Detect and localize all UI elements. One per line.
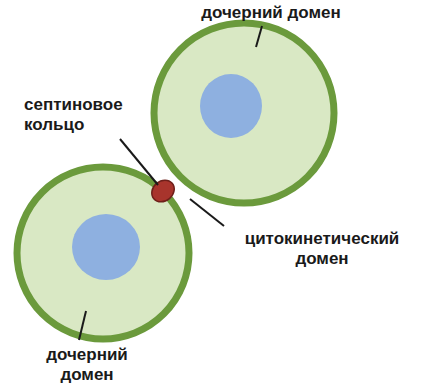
leader-line (120, 139, 158, 185)
septin-ring (147, 176, 178, 207)
daughter-cell (17, 167, 189, 339)
leader-line (190, 199, 224, 226)
domain-label: дочерний домен (35, 345, 139, 385)
leader-line (256, 26, 262, 47)
domain-label: цитокинетический домен (226, 229, 418, 269)
nucleus (200, 74, 262, 138)
structure-label: септиновое кольцо (24, 95, 142, 135)
domain-label: дочерний домен (196, 3, 346, 23)
daughter-cell (154, 23, 334, 203)
nucleus (72, 214, 140, 280)
leader-line (79, 311, 86, 340)
